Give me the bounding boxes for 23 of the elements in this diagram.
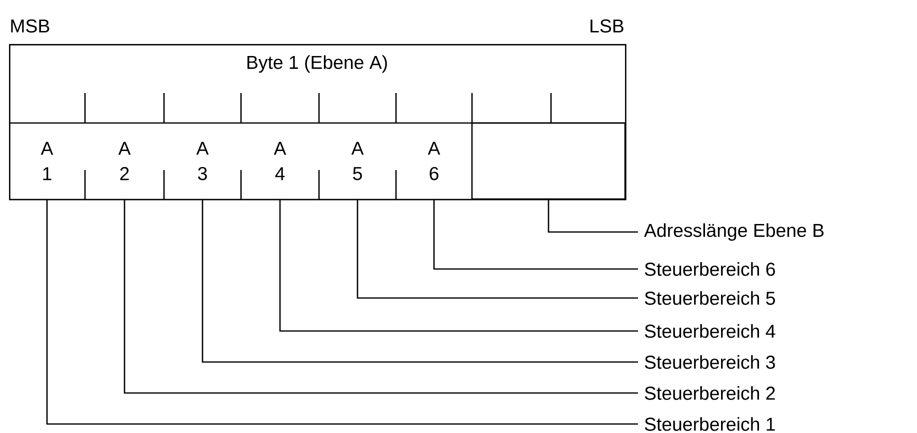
bit-field: A 6 (428, 142, 440, 180)
leader-line (433, 200, 638, 270)
field-label: Steuerbereich 5 (644, 291, 775, 305)
leader-line (124, 200, 638, 394)
empty-field (471, 122, 626, 200)
bit-field: A 2 (118, 142, 131, 180)
leader-line (202, 200, 638, 363)
field-label: Steuerbereich 4 (644, 324, 776, 338)
leader-line (548, 200, 638, 233)
leader-line (279, 200, 638, 332)
field-label: Steuerbereich 6 (644, 262, 775, 276)
bit-order-label: MSB (11, 19, 50, 33)
field-label: Steuerbereich 2 (644, 386, 775, 400)
field-label: Adresslänge Ebene B (644, 223, 824, 241)
field-label: Steuerbereich 1 (644, 417, 775, 431)
bit-field: A 5 (351, 142, 364, 180)
field-label: Steuerbereich 3 (644, 355, 775, 369)
bit-order-label: LSB (590, 19, 624, 33)
bit-field: A 3 (196, 142, 209, 180)
leader-line (46, 200, 638, 425)
leader-line (356, 200, 638, 299)
bit-field: A 1 (40, 142, 54, 180)
bit-field: A 4 (274, 142, 286, 180)
